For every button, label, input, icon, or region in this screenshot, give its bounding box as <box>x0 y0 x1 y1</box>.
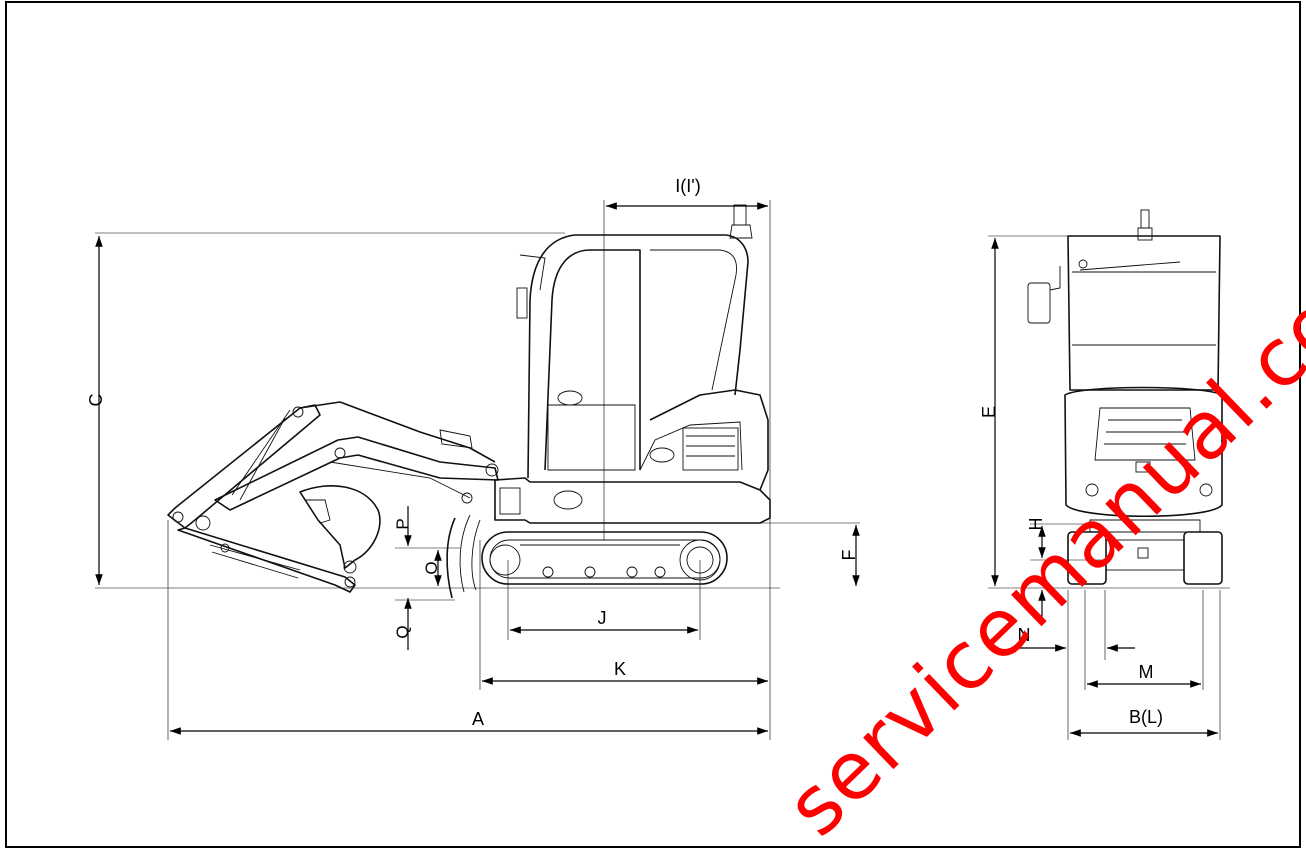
dim-label-e: E <box>979 406 999 418</box>
dim-label-q: Q <box>393 625 412 638</box>
crawler-track <box>481 531 728 585</box>
dim-label-b: B(L) <box>1129 707 1163 727</box>
watermark: servicemanual.com <box>769 220 1306 849</box>
dim-label-f: F <box>839 550 859 561</box>
dim-label-n: N <box>1018 625 1031 645</box>
dim-label-i: I(I') <box>675 176 700 196</box>
dim-label-k: K <box>614 659 626 679</box>
dim-label-a: A <box>472 709 484 729</box>
dim-label-p: P <box>393 518 412 529</box>
page-frame <box>5 1 1301 848</box>
cab <box>516 204 753 479</box>
side-view: C I(I') P O Q F J K A <box>86 176 860 740</box>
front-view: E H N M B(L) <box>979 209 1230 740</box>
bucket <box>299 485 381 588</box>
dim-label-o: O <box>422 561 441 574</box>
dim-label-j: J <box>598 608 607 628</box>
boom-and-arm <box>167 401 499 593</box>
dim-label-c: C <box>86 394 106 407</box>
watermark-text: servicemanual.com <box>769 220 1306 849</box>
upper-structure <box>494 389 771 524</box>
dim-label-h: H <box>1026 518 1046 531</box>
dozer-blade <box>446 514 481 599</box>
dim-label-m: M <box>1139 662 1154 682</box>
